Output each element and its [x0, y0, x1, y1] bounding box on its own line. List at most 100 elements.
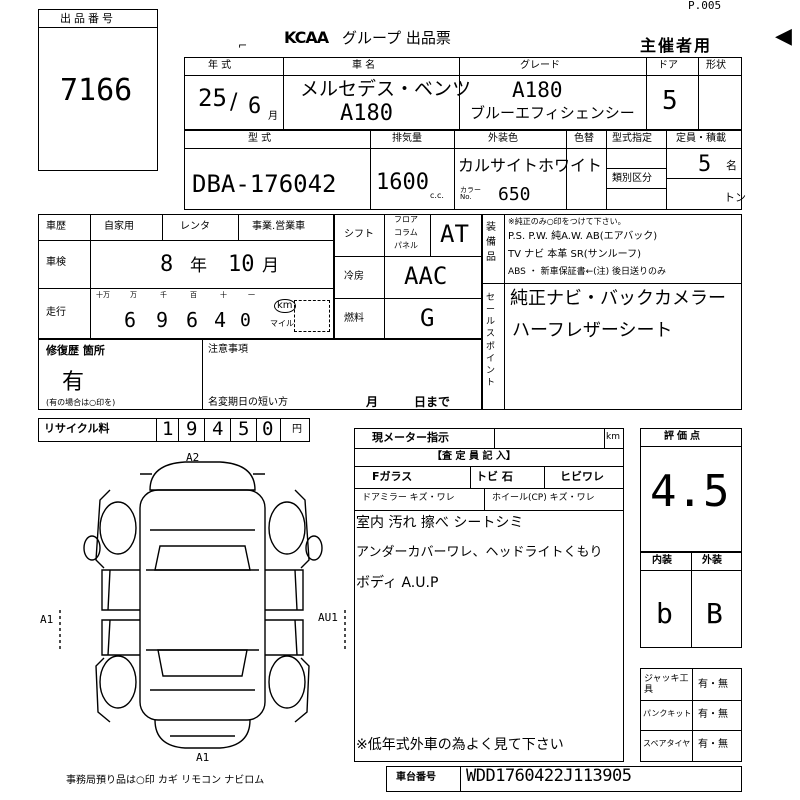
- inspection-label: 車検: [46, 257, 66, 268]
- recycle-digit: 0: [262, 418, 274, 440]
- equipment-row3: ABS ・ 新車保証書←(注) 後日送りのみ: [508, 267, 667, 277]
- body-type-header: 形状: [706, 60, 726, 71]
- inspection-block: [354, 428, 624, 762]
- equipment-row2: TV ナビ 本革 SR(サンルーフ): [508, 249, 641, 260]
- shift-floor: フロア: [394, 215, 418, 224]
- grade-line2: ブルーエフィシェンシー: [470, 104, 635, 122]
- mileage-digit: 0: [240, 310, 251, 331]
- specs-block: [334, 214, 482, 339]
- capacity-value: 5: [698, 152, 712, 177]
- sales-point-side-label: セールスポイント: [486, 293, 496, 388]
- tobi-ishi-label: トビ 石: [476, 470, 513, 483]
- shift-label: シフト: [344, 229, 374, 240]
- diagram-mark-left: A1: [40, 613, 54, 626]
- year-value: 25: [198, 84, 227, 112]
- capacity-header: 定員・積載: [676, 133, 726, 144]
- mile-unit: マイル: [270, 319, 294, 328]
- page-ref: P.005: [688, 0, 722, 12]
- deadline-day: 日まで: [414, 395, 451, 409]
- fuel-value: G: [420, 304, 435, 332]
- recycle-digit: 9: [186, 418, 198, 440]
- mileage-digit: 6: [124, 308, 137, 332]
- exterior-value: B: [706, 597, 723, 630]
- tools-block: [640, 668, 742, 762]
- inspection-month: 10: [228, 252, 255, 277]
- km-unit: km: [274, 299, 296, 313]
- sales-point-line2: ハーフレザーシート: [512, 320, 673, 341]
- mileage-stamp-box: [294, 300, 330, 332]
- tool-spare-tire-value: 有・無: [698, 739, 728, 750]
- organizer-label: 主催者用: [640, 36, 713, 55]
- rating-label: 評価点: [664, 431, 703, 442]
- shift-panel: パネル: [394, 241, 418, 250]
- color-no-label: カラーNo.: [460, 186, 481, 201]
- diagram-mark-bottom: A1: [196, 751, 210, 764]
- recycle-unit: 円: [292, 424, 302, 435]
- interior-value: b: [656, 597, 673, 630]
- car-name-line2: A180: [340, 101, 393, 126]
- mileage-unit-10: 十: [220, 291, 227, 299]
- tool-puncture-kit-value: 有・無: [698, 709, 728, 720]
- inspection-note1: 室内 汚れ 擦べ シートシミ: [356, 515, 524, 531]
- interior-label: 内装: [652, 555, 672, 566]
- equipment-side-label: 装備品: [486, 222, 496, 263]
- f-glass-label: Fガラス: [372, 470, 413, 483]
- rating-value: 4.5: [650, 466, 730, 517]
- lot-number-label: 出品番号: [60, 12, 116, 25]
- form-title: グループ 出品票: [342, 29, 451, 47]
- displacement-unit: c.c.: [430, 191, 444, 200]
- history-option-rental: レンタ: [180, 221, 210, 232]
- month-value: 6: [248, 94, 262, 119]
- ton-unit: トン: [724, 191, 746, 204]
- chassis-number: WDD1760422J113905: [466, 766, 632, 786]
- doors-header: ドア: [658, 60, 678, 71]
- diagram-mark-right: AU1: [318, 611, 338, 624]
- tool-jack-label: ジャッキ工具: [644, 674, 689, 695]
- chassis-label: 車台番号: [396, 772, 436, 783]
- deadline-month: 月: [366, 395, 379, 409]
- mileage-unit-10k: 万: [130, 291, 137, 299]
- recycle-digit: 5: [238, 418, 250, 440]
- mileage-unit-1: 一: [248, 291, 255, 299]
- displacement-value: 1600: [376, 170, 429, 195]
- color-change-header: 色替: [574, 133, 594, 144]
- mileage-digit: 6: [186, 308, 199, 332]
- car-damage-diagram: [59, 461, 346, 749]
- history-block: [38, 214, 334, 339]
- mileage-unit-100k: 十万: [96, 291, 110, 299]
- lot-number-box: [38, 9, 158, 171]
- mileage-digit: 9: [156, 308, 169, 332]
- car-name-line1: メルセデス・ベンツ: [300, 78, 472, 100]
- inspection-note2: アンダーカバーワレ、ヘッドライトくもり: [356, 545, 603, 560]
- rating-block: [640, 428, 742, 552]
- year-header: 年 式: [208, 60, 232, 71]
- diagram-mark-top: A2: [186, 451, 200, 464]
- type-designation-header: 型式指定: [612, 133, 652, 144]
- tool-jack-value: 有・無: [698, 679, 728, 690]
- recycle-digit: 1: [162, 418, 174, 440]
- history-option-private: 自家用: [104, 221, 134, 232]
- capacity-unit: 名: [726, 159, 737, 172]
- inspection-month-unit: 月: [262, 256, 279, 276]
- mileage-digit: 4: [214, 308, 227, 332]
- punch-hole-mark: ◀: [775, 24, 792, 49]
- model-header: 型 式: [248, 133, 272, 144]
- doors-value: 5: [662, 86, 678, 116]
- color-value: カルサイトホワイト: [458, 156, 603, 175]
- recycle-label: リサイクル料: [44, 422, 110, 435]
- vehicle-table: [184, 57, 742, 130]
- inspection-year-unit: 年: [190, 256, 207, 276]
- grade-header: グレード: [520, 60, 560, 71]
- meter-unit: km: [606, 432, 620, 442]
- lot-number: 7166: [60, 73, 133, 108]
- history-option-business: 事業.営業車: [252, 221, 306, 232]
- mileage-unit-100: 百: [190, 291, 197, 299]
- repair-note: (有の場合は○印を): [46, 398, 116, 407]
- inspector-header: 【査 定 員 記 入】: [432, 451, 516, 462]
- chassis-block: [386, 766, 742, 792]
- history-label: 車歴: [46, 221, 66, 232]
- exterior-label: 外装: [702, 555, 722, 566]
- meter-label: 現メーター指示: [372, 431, 449, 444]
- brand-logo: KCAA: [284, 28, 329, 47]
- equipment-block: [482, 214, 742, 410]
